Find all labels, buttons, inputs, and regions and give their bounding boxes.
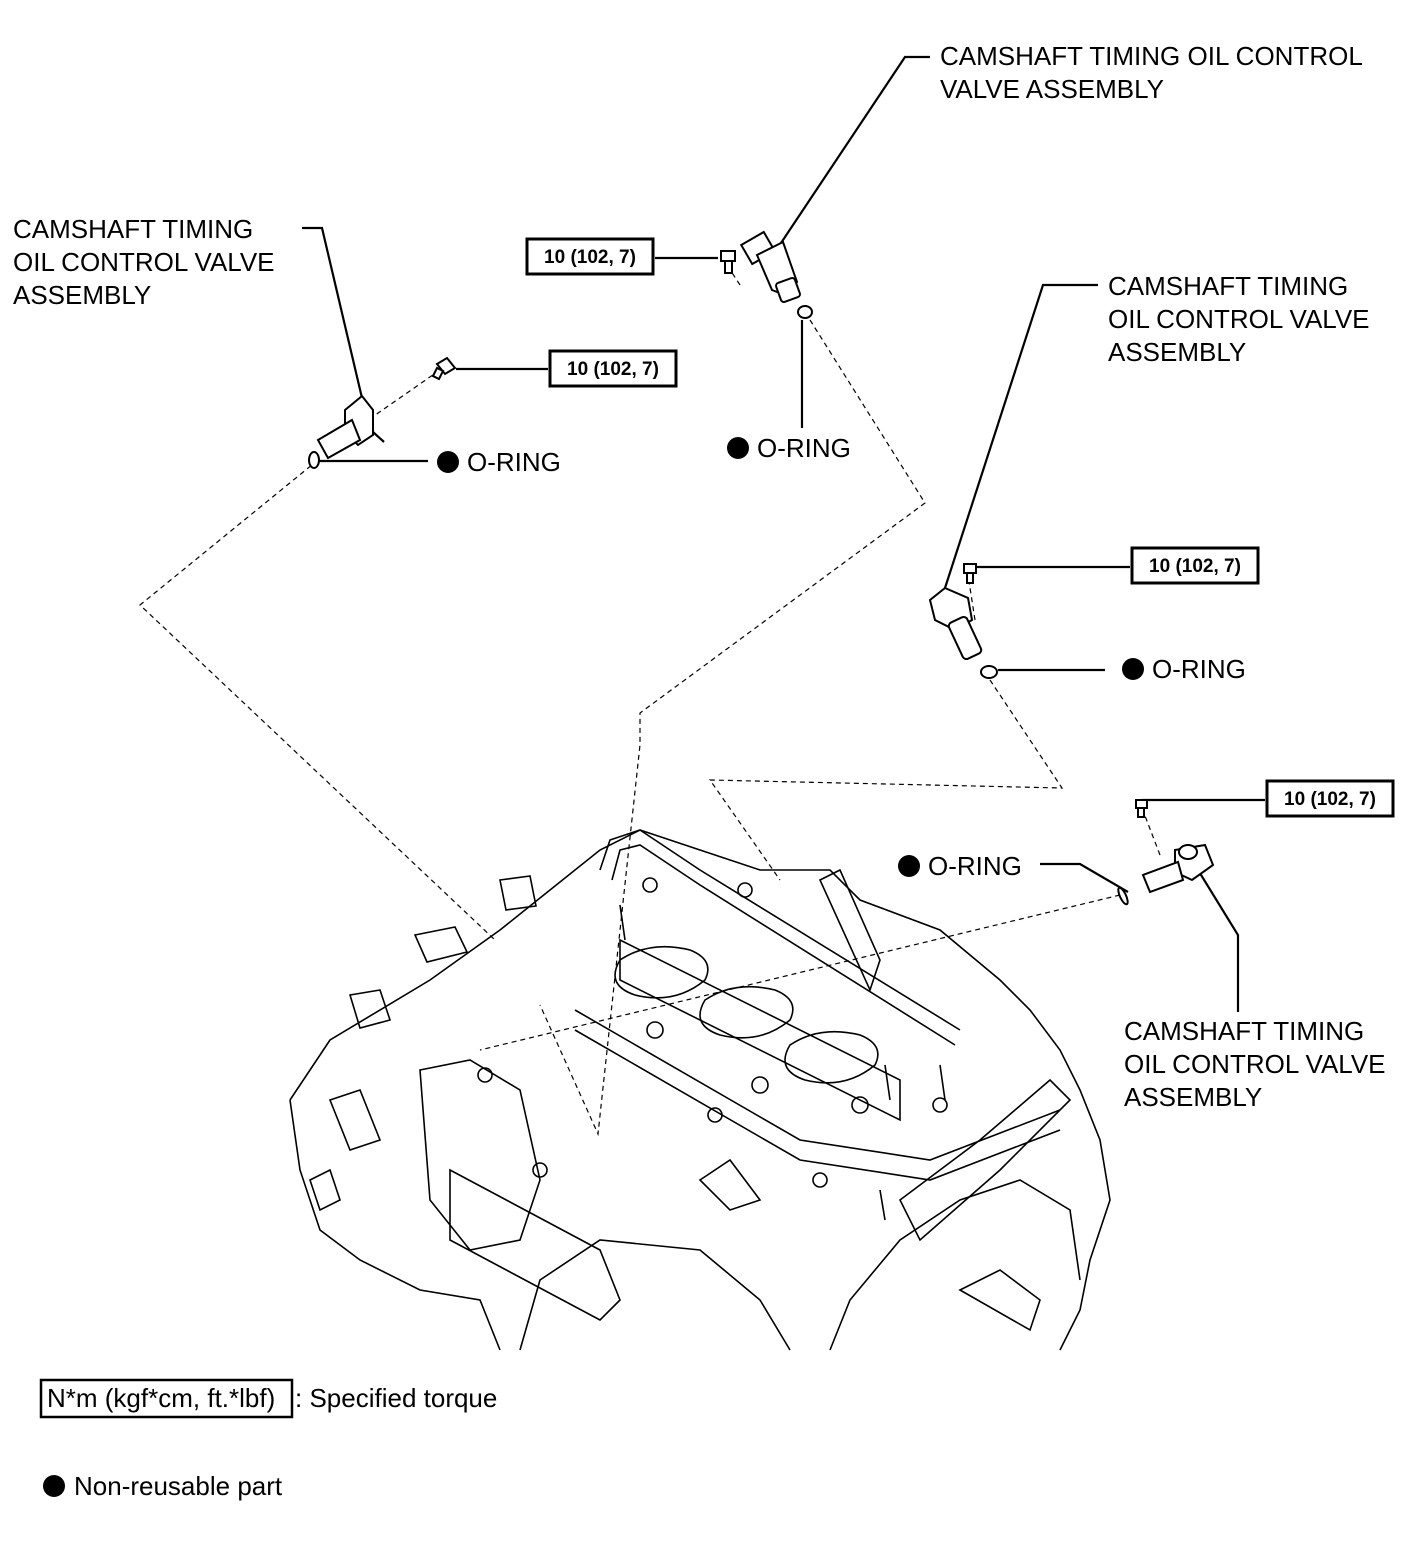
o-ring-label-top: O-RING [727, 433, 851, 463]
ocv-top-part [739, 230, 813, 319]
torque-value-top: 10 (102, 7) [544, 247, 636, 268]
leader-lines [302, 55, 1265, 1012]
torque-box-right: 10 (102, 7) [1130, 546, 1260, 585]
legend-non-reusable: Non-reusable part [74, 1471, 283, 1501]
legend-torque-desc: : Specified torque [295, 1383, 497, 1413]
o-ring-text-top: O-RING [757, 433, 851, 463]
ocv-bottom-right-part [1117, 843, 1215, 906]
bolt-top [720, 250, 736, 274]
o-ring-text-right: O-RING [1152, 654, 1246, 684]
label-ocv-bottom-right-line-2: OIL CONTROL VALVE [1124, 1049, 1386, 1079]
legend-torque-units: N*m (kgf*cm, ft.*lbf) [47, 1383, 275, 1413]
o-ring-text-left: O-RING [467, 447, 561, 477]
engine-illustration [289, 829, 1111, 1351]
torque-value-bottom-right: 10 (102, 7) [1284, 789, 1376, 810]
label-ocv-top-line-1: CAMSHAFT TIMING OIL CONTROL [940, 41, 1363, 71]
ocv-right-part [928, 586, 998, 679]
filled-circle-icon [1122, 658, 1144, 680]
label-ocv-right-line-2: OIL CONTROL VALVE [1108, 304, 1370, 334]
legend-torque-box [39, 1378, 294, 1419]
label-ocv-left-line-3: ASSEMBLY [13, 280, 151, 310]
filled-circle-icon [43, 1475, 65, 1497]
label-ocv-right-line-3: ASSEMBLY [1108, 337, 1246, 367]
bolt-left [431, 356, 457, 381]
o-ring-label-right: O-RING [1122, 654, 1246, 684]
o-ring-text-bottom-right: O-RING [928, 851, 1022, 881]
torque-value-right: 10 (102, 7) [1149, 556, 1241, 577]
label-ocv-right-line-1: CAMSHAFT TIMING [1108, 271, 1348, 301]
legend: N*m (kgf*cm, ft.*lbf) : Specified torque… [39, 1378, 497, 1501]
torque-box-top: 10 (102, 7) [525, 237, 655, 276]
label-ocv-top-line-2: VALVE ASSEMBLY [940, 74, 1164, 104]
torque-box-bottom-right: 10 (102, 7) [1265, 779, 1395, 818]
label-ocv-bottom-right-line-3: ASSEMBLY [1124, 1082, 1262, 1112]
o-ring-label-bottom-right: O-RING [898, 851, 1022, 881]
torque-box-left: 10 (102, 7) [548, 349, 678, 388]
bolt-bottom-right [1135, 799, 1148, 818]
ocv-left-part [308, 394, 385, 469]
label-ocv-bottom-right-line-1: CAMSHAFT TIMING [1124, 1016, 1364, 1046]
bolt-right [963, 563, 977, 584]
label-ocv-left-line-2: OIL CONTROL VALVE [13, 247, 275, 277]
filled-circle-icon [727, 437, 749, 459]
filled-circle-icon [898, 855, 920, 877]
o-ring-label-left: O-RING [437, 447, 561, 477]
label-ocv-left-line-1: CAMSHAFT TIMING [13, 214, 253, 244]
torque-value-left: 10 (102, 7) [567, 359, 659, 380]
filled-circle-icon [437, 451, 459, 473]
